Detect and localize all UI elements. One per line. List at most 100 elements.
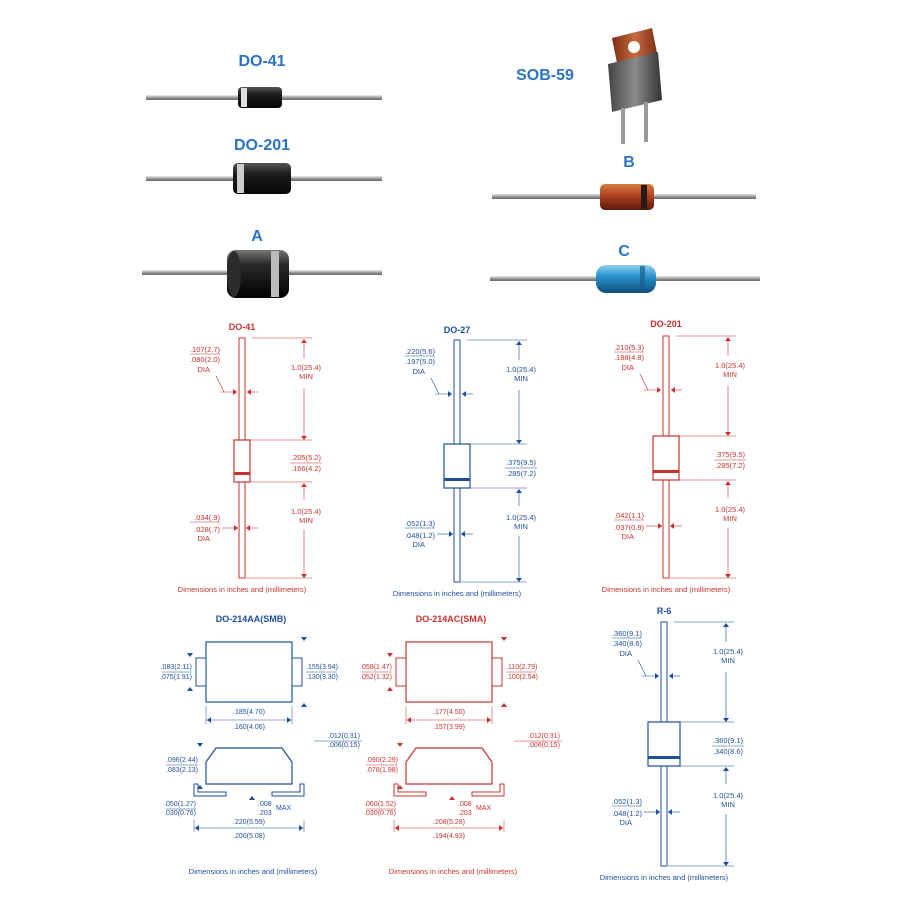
package-top-view <box>205 641 293 703</box>
min-label: MIN <box>721 800 735 809</box>
diode-body <box>233 439 251 483</box>
arrowhead <box>499 825 503 831</box>
lead-length-bottom: 1.0(25.4) <box>291 507 322 516</box>
lead-dia-min: .340(8.6) <box>612 639 643 648</box>
lead-dia-min: .080(2.0) <box>190 355 221 364</box>
body-length-min: .340(8.6) <box>713 747 744 756</box>
width-max: .110(2.79) <box>506 664 537 671</box>
min-label: MIN <box>299 372 313 381</box>
foot-length-min: .030(0.76) <box>164 810 196 817</box>
cathode-band <box>653 470 679 473</box>
c-photo <box>490 265 760 293</box>
units-note: Dimensions in inches and (millimeters) <box>389 867 518 876</box>
arrowhead <box>301 483 307 487</box>
total-length-max: .208(5.28) <box>433 819 465 826</box>
terminal-right-side <box>271 783 305 797</box>
arrowhead <box>301 637 307 641</box>
arrowhead <box>299 825 303 831</box>
body-length-min: .285(7.2) <box>506 469 537 478</box>
lead-length-bottom: 1.0(25.4) <box>713 791 744 800</box>
photo-label-b: B <box>623 154 635 171</box>
dim-line <box>639 373 649 391</box>
body-length-min: .285(7.2) <box>715 461 746 470</box>
sob59-photo <box>608 28 662 144</box>
dia-label: DIA <box>412 540 425 549</box>
photo-section: DO-41 DO-201 A SOB-59 <box>142 28 760 298</box>
dim-line <box>430 377 440 395</box>
lead-dia-min: .188(4.8) <box>614 353 645 362</box>
drawing-title: DO-27 <box>444 325 471 335</box>
body-length-max: .360(9.1) <box>713 736 744 745</box>
lead-length-top: 1.0(25.4) <box>506 365 537 374</box>
drawing-sma: DO-214AC(SMA) .058(1.47) .052(1.32) .110(2.… <box>360 614 562 876</box>
arrowhead <box>207 717 211 723</box>
photo-label-c: C <box>618 243 630 260</box>
photo-label-a: A <box>251 228 263 245</box>
b-photo <box>492 184 756 210</box>
arrowhead <box>449 796 455 800</box>
wire-dia-max: .042(1.1) <box>614 511 645 520</box>
dia-label: DIA <box>412 367 425 376</box>
arrowhead <box>187 687 193 691</box>
dim-line <box>637 659 647 677</box>
standoff-value-mm: .203 <box>258 810 272 817</box>
wire-dia-min: .048(1.2) <box>612 809 643 818</box>
min-label: MIN <box>723 514 737 523</box>
foot-length-max: .060(1.52) <box>364 801 396 808</box>
arrowhead <box>387 687 393 691</box>
height-max: .058(1.47) <box>360 664 392 671</box>
thickness-max: .012(0.31) <box>328 733 360 740</box>
arrowhead <box>516 440 522 444</box>
wire-dia-max: .052(1.3) <box>612 797 643 806</box>
arrowhead <box>516 489 522 493</box>
arrowhead <box>725 432 731 436</box>
arrowhead <box>516 578 522 582</box>
lead-dia-min: .197(5.0) <box>405 357 436 366</box>
do41-photo <box>146 87 382 108</box>
arrowhead <box>301 703 307 707</box>
dia-label: DIA <box>621 532 634 541</box>
arrowhead <box>197 743 203 747</box>
package-side-view <box>405 747 493 785</box>
wire-dia-min: .028(.7) <box>194 525 220 534</box>
arrowhead <box>397 743 403 747</box>
arrowhead <box>725 337 731 341</box>
side-height-max: .090(2.29) <box>366 757 398 764</box>
arrowhead <box>397 785 403 789</box>
units-note: Dimensions in inches and (millimeters) <box>189 867 318 876</box>
diode-body <box>652 435 680 481</box>
lead-dia-max: .210(5.3) <box>614 343 645 352</box>
terminal-left-side <box>193 783 227 797</box>
arrowhead <box>407 717 411 723</box>
lead-length-bottom: 1.0(25.4) <box>506 513 537 522</box>
drawing-title: DO-41 <box>229 322 256 332</box>
diode-body <box>443 443 471 489</box>
arrowhead <box>387 653 393 657</box>
drawing-title: DO-214AC(SMA) <box>416 614 487 624</box>
cathode-band <box>234 472 250 475</box>
wire-dia-max: .052(1.3) <box>405 519 436 528</box>
min-label: MIN <box>299 516 313 525</box>
arrowhead <box>301 436 307 440</box>
units-note: Dimensions in inches and (millimeters) <box>178 585 307 594</box>
wire-dia-max: .034(.9) <box>194 513 220 522</box>
lead-dia-max: .220(5.6) <box>405 347 436 356</box>
arrowhead <box>195 825 199 831</box>
photo-label-do201: DO-201 <box>234 137 290 154</box>
length-max: .177(4.50) <box>433 709 465 716</box>
diode-body <box>647 721 681 767</box>
arrowhead <box>197 785 203 789</box>
do201-photo <box>146 163 382 194</box>
side-height-max: .096(2.44) <box>166 757 198 764</box>
height-min: .052(1.32) <box>360 674 392 681</box>
body-length-max: .375(9.5) <box>715 450 746 459</box>
min-label: MIN <box>514 522 528 531</box>
arrowhead <box>487 717 491 723</box>
standoff-value: .008 <box>258 801 272 808</box>
thickness-min: .006(0.15) <box>328 742 360 749</box>
min-label: MIN <box>721 656 735 665</box>
